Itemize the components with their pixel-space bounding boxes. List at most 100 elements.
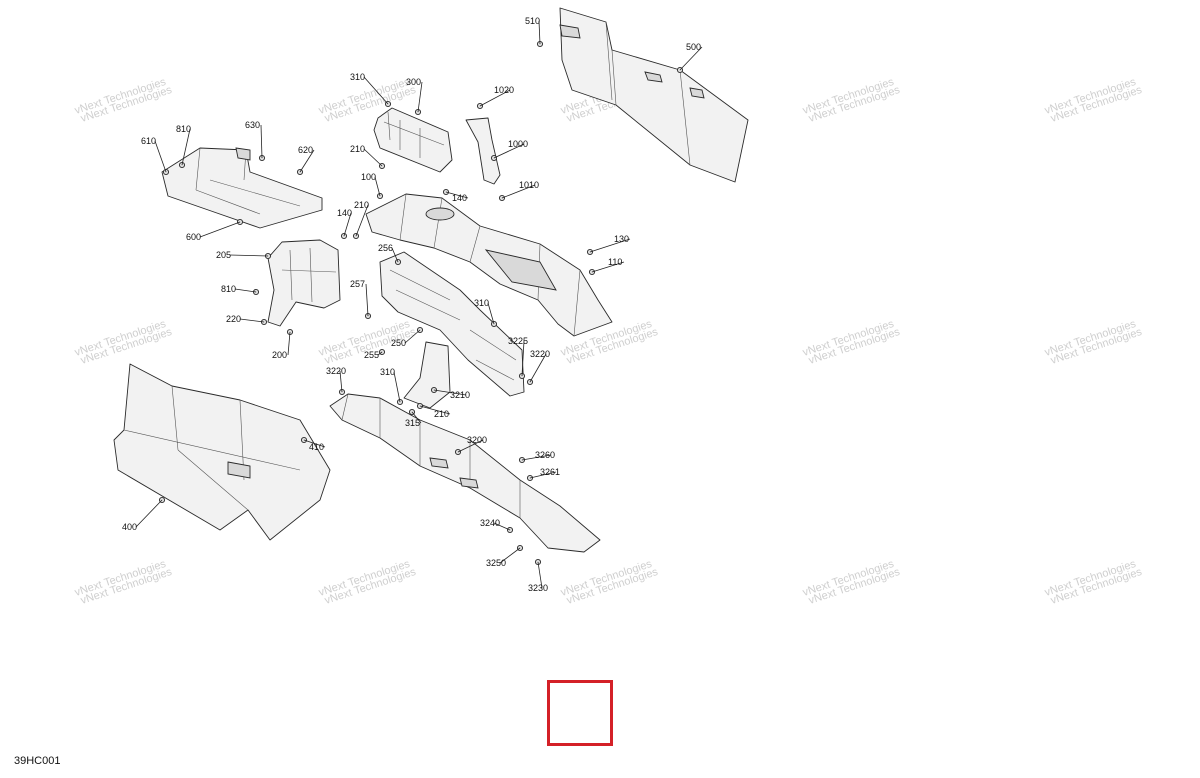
part-callout-140: 140 [452,193,467,203]
part-3200-rail [329,393,601,553]
leader-line [287,331,291,356]
part-callout-255: 255 [364,350,379,360]
leader-line [521,454,552,461]
leader-line [457,439,484,453]
part-callout-100: 100 [361,172,376,182]
leader-layer [135,20,703,589]
leader-line [433,389,467,396]
leader-line [404,329,421,344]
part-600-box [161,147,323,229]
leader-line [391,247,399,263]
part-callout-300: 300 [406,77,421,87]
leader-line [299,149,315,173]
highlight-frame [547,680,613,746]
part-callout-257: 257 [350,279,365,289]
leader-line [377,351,383,356]
part-callout-410: 410 [309,442,324,452]
part-callout-500: 500 [686,42,701,52]
leader-line [229,254,269,257]
part-callout-810: 810 [176,124,191,134]
leader-line [529,353,547,383]
leader-line [411,411,422,424]
leader-line [135,499,163,528]
part-callout-110: 110 [608,257,622,267]
part-callout-130: 130 [614,234,629,244]
leader-line [239,318,265,323]
part-callout-210: 210 [434,409,449,419]
part-callout-3230: 3230 [528,583,548,593]
part-callout-3261: 3261 [540,467,560,477]
part-callout-600: 600 [186,232,201,242]
part-callout-630: 630 [245,120,260,130]
part-callout-140: 140 [337,208,352,218]
part-callout-1010: 1010 [519,180,539,190]
leader-line [339,370,343,393]
part-callout-3220: 3220 [530,349,550,359]
part-callout-200: 200 [272,350,287,360]
part-200-bracket [267,239,341,327]
leader-line [234,288,257,293]
part-callout-310: 310 [474,298,489,308]
part-callout-3250: 3250 [486,558,506,568]
part-callout-1000: 1000 [508,139,528,149]
part-callout-315: 315 [405,418,420,428]
part-callout-610: 610 [141,136,156,146]
part-callout-3225: 3225 [508,336,528,346]
part-500-panel [559,7,749,183]
leader-line [479,89,511,107]
leader-line [419,405,451,415]
part-300-tray [373,107,453,173]
leader-line [417,81,423,113]
leader-line [591,261,625,273]
part-100-console [365,193,613,337]
leader-line [199,221,241,238]
part-callout-3210: 3210 [450,390,470,400]
leader-line [343,212,352,237]
leader-line [529,471,557,479]
leader-line [589,238,631,253]
part-3210-plate [403,341,451,409]
callout-layer: 510 500 310 300 1020 630 810 610 620 210 1000 100 14… [122,16,701,593]
part-callout-3260: 3260 [535,450,555,460]
leader-line [501,184,536,199]
part-callout-400: 400 [122,522,137,532]
leader-line [365,283,369,317]
leader-line [521,340,525,377]
leader-line [487,302,495,325]
part-1000-bracket [465,117,501,185]
leader-line [181,128,191,166]
part-callout-310: 310 [350,72,365,82]
leader-line [303,439,326,448]
part-callout-3200: 3200 [467,435,487,445]
part-callout-3220: 3220 [326,366,346,376]
part-callout-210: 210 [354,200,369,210]
part-callout-1020: 1020 [494,85,514,95]
leader-line [374,176,381,197]
leader-line [363,76,389,105]
leader-line [679,46,703,71]
leader-line [493,522,511,531]
part-256-frame [379,251,525,397]
diagram-code: 39HC001 [14,755,61,767]
part-callout-3240: 3240 [480,518,500,528]
leader-line [260,124,263,159]
leader-line [393,371,401,403]
part-callout-220: 220 [226,314,241,324]
leader-line [499,547,521,564]
leader-line [355,204,369,237]
part-callout-250: 250 [391,338,406,348]
leader-line [154,140,167,173]
leader-line [493,143,525,159]
leader-line [445,191,469,199]
part-callout-310: 310 [380,367,395,377]
part-callout-205: 205 [216,250,231,260]
part-callout-510: 510 [525,16,540,26]
part-callout-620: 620 [298,145,313,155]
part-400-panel [113,363,331,541]
part-callout-210: 210 [350,144,365,154]
part-callout-810: 810 [221,284,236,294]
leader-line [363,148,383,167]
leader-line [537,561,543,589]
part-callout-256: 256 [378,243,393,253]
